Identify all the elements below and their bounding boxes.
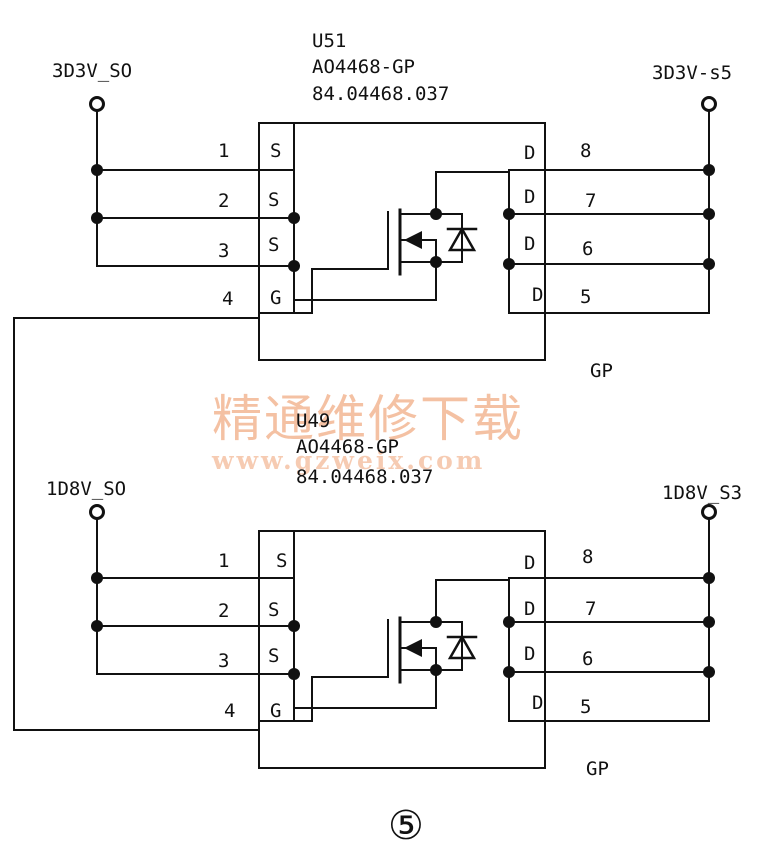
lower-pin-5-num: 5 xyxy=(580,696,592,718)
upper-net-left: 3D3V_SO xyxy=(52,60,133,82)
upper-package-outline xyxy=(258,122,546,361)
lower-junction-r8 xyxy=(703,572,715,584)
upper-pin-8-name: D xyxy=(524,142,536,164)
upper-pin-5-num: 5 xyxy=(580,286,592,308)
lower-pin-1-name: S xyxy=(276,550,288,572)
upper-part: AO4468-GP xyxy=(312,56,415,78)
upper-pin-6-name: D xyxy=(524,233,536,255)
upper-source-return xyxy=(293,266,436,301)
upper-pin-1-num: 1 xyxy=(218,140,230,162)
lower-net-left-terminal xyxy=(89,504,105,520)
upper-net-left-terminal xyxy=(89,96,105,112)
upper-pin-6-num: 6 xyxy=(582,238,594,260)
upper-pin-1-name: S xyxy=(270,140,282,162)
lower-pin-1-num: 1 xyxy=(218,550,230,572)
watermark-cn: 精通维修下载 xyxy=(212,390,524,448)
lower-net-right: 1D8V_S3 xyxy=(662,482,743,504)
lower-part: AO4468-GP xyxy=(296,436,399,458)
lower-pin-2-num: 2 xyxy=(218,600,230,622)
lower-junction-l1 xyxy=(91,572,103,584)
lower-pin-7-name: D xyxy=(524,598,536,620)
lower-gate-wire xyxy=(259,676,388,722)
watermark-url: www.gzweix.com xyxy=(212,446,486,475)
upper-gate-wire xyxy=(259,268,388,314)
upper-body-arrow xyxy=(404,231,422,249)
figure-number: ⑤ xyxy=(388,803,424,849)
lower-junction-l2 xyxy=(91,620,103,632)
lower-net-left: 1D8V_SO xyxy=(46,478,127,500)
upper-diode-triangle xyxy=(447,226,477,252)
upper-gp: GP xyxy=(590,360,613,382)
upper-junction-l2 xyxy=(91,212,103,224)
upper-pin-3-num: 3 xyxy=(218,240,230,262)
upper-ref: U51 xyxy=(312,30,347,52)
upper-pin-3-name: S xyxy=(268,234,280,256)
upper-pin-7-name: D xyxy=(524,186,536,208)
lower-pin-6-num: 6 xyxy=(582,648,594,670)
upper-pin-4-num: 4 xyxy=(222,288,234,310)
lower-diode-triangle xyxy=(447,634,477,660)
upper-junction-l1 xyxy=(91,164,103,176)
upper-pin-7-num: 7 xyxy=(585,190,597,212)
lower-pin-7-num: 7 xyxy=(585,598,597,620)
lower-pin-4-num: 4 xyxy=(224,700,236,722)
upper-pin-4-name: G xyxy=(270,287,282,309)
lower-ref: U49 xyxy=(296,410,331,432)
lower-junction-r7 xyxy=(703,616,715,628)
upper-net-right: 3D3V-s5 xyxy=(652,62,733,84)
upper-pin-8-num: 8 xyxy=(580,140,592,162)
lower-pin-3-num: 3 xyxy=(218,650,230,672)
lower-pin-8-num: 8 xyxy=(582,546,594,568)
upper-code: 84.04468.037 xyxy=(312,83,450,105)
lower-pin-6-name: D xyxy=(524,643,536,665)
lower-pin-4-name: G xyxy=(270,700,282,722)
lower-code: 84.04468.037 xyxy=(296,466,434,488)
lower-package-outline xyxy=(258,530,546,769)
upper-junction-r6 xyxy=(703,258,715,270)
lower-body-arrow xyxy=(404,639,422,657)
lower-pin-5-name: D xyxy=(532,692,544,714)
upper-net-right-terminal xyxy=(701,96,717,112)
lower-gp: GP xyxy=(586,758,609,780)
upper-pin-5-name: D xyxy=(532,284,544,306)
lower-pin-2-name: S xyxy=(268,599,280,621)
lower-net-right-terminal xyxy=(701,504,717,520)
upper-pin-2-num: 2 xyxy=(218,190,230,212)
gate-interconnect xyxy=(13,317,259,731)
lower-pin-8-name: D xyxy=(524,552,536,574)
upper-junction-r8 xyxy=(703,164,715,176)
upper-junction-r7 xyxy=(703,208,715,220)
lower-junction-r6 xyxy=(703,666,715,678)
upper-pin-2-name: S xyxy=(268,189,280,211)
lower-source-return xyxy=(293,674,436,709)
lower-pin-3-name: S xyxy=(268,645,280,667)
